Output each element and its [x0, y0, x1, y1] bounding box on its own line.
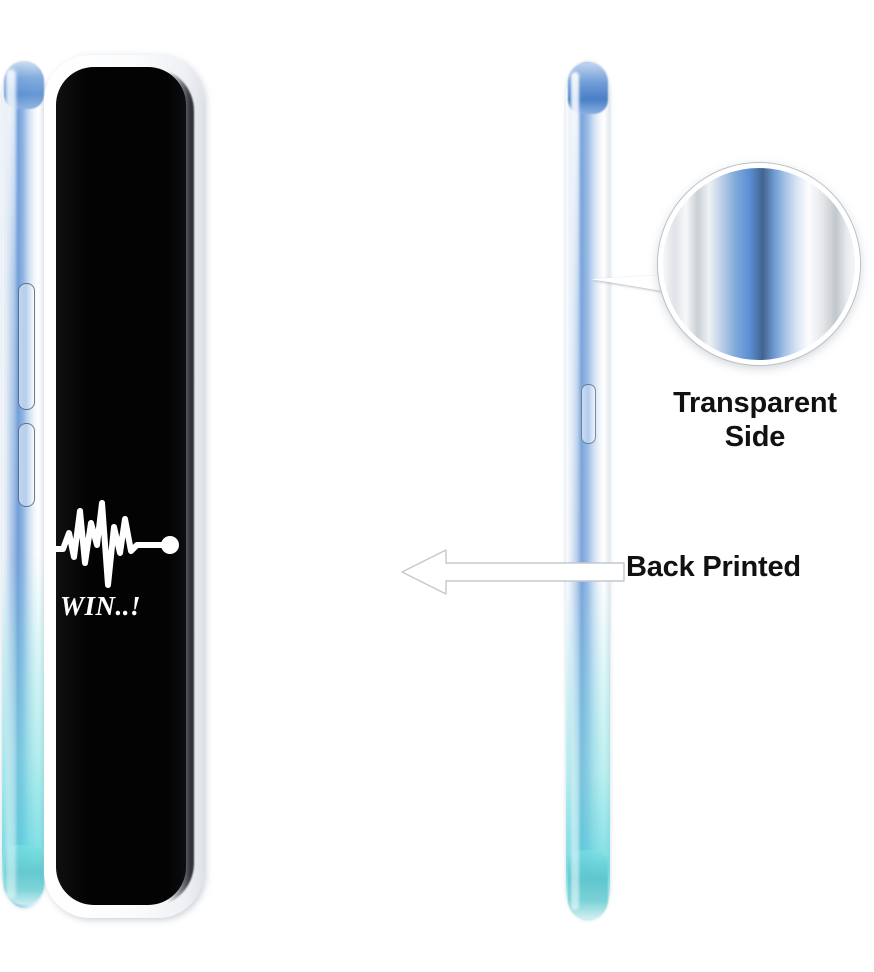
magnifier-pointer-tail — [590, 275, 668, 292]
transparent-side-label-line1: Transparent — [673, 387, 837, 419]
phone-case-back-view: WIN..! — [0, 55, 210, 920]
arrow-left-icon — [401, 549, 625, 595]
case-artwork: WIN..! — [52, 493, 184, 653]
transparent-side-label-line2: Side — [724, 421, 786, 454]
magnifier-circle-icon — [658, 163, 860, 365]
heartbeat-ekg-line-icon — [52, 500, 179, 588]
phone-rail-gloss-right — [571, 72, 579, 910]
phone-case-side-view — [562, 62, 632, 922]
back-printed-label: Back Printed — [626, 551, 801, 583]
artwork-caption: WIN..! — [60, 591, 142, 621]
transparent-side-label: Transparent Side — [636, 386, 874, 454]
volume-down-button[interactable] — [18, 423, 35, 507]
magnifier-callout — [590, 163, 864, 369]
power-button[interactable] — [581, 384, 596, 444]
volume-up-button[interactable] — [18, 283, 35, 410]
phone-rail-gloss-left — [6, 69, 16, 899]
case-edge-shadow — [150, 67, 194, 907]
